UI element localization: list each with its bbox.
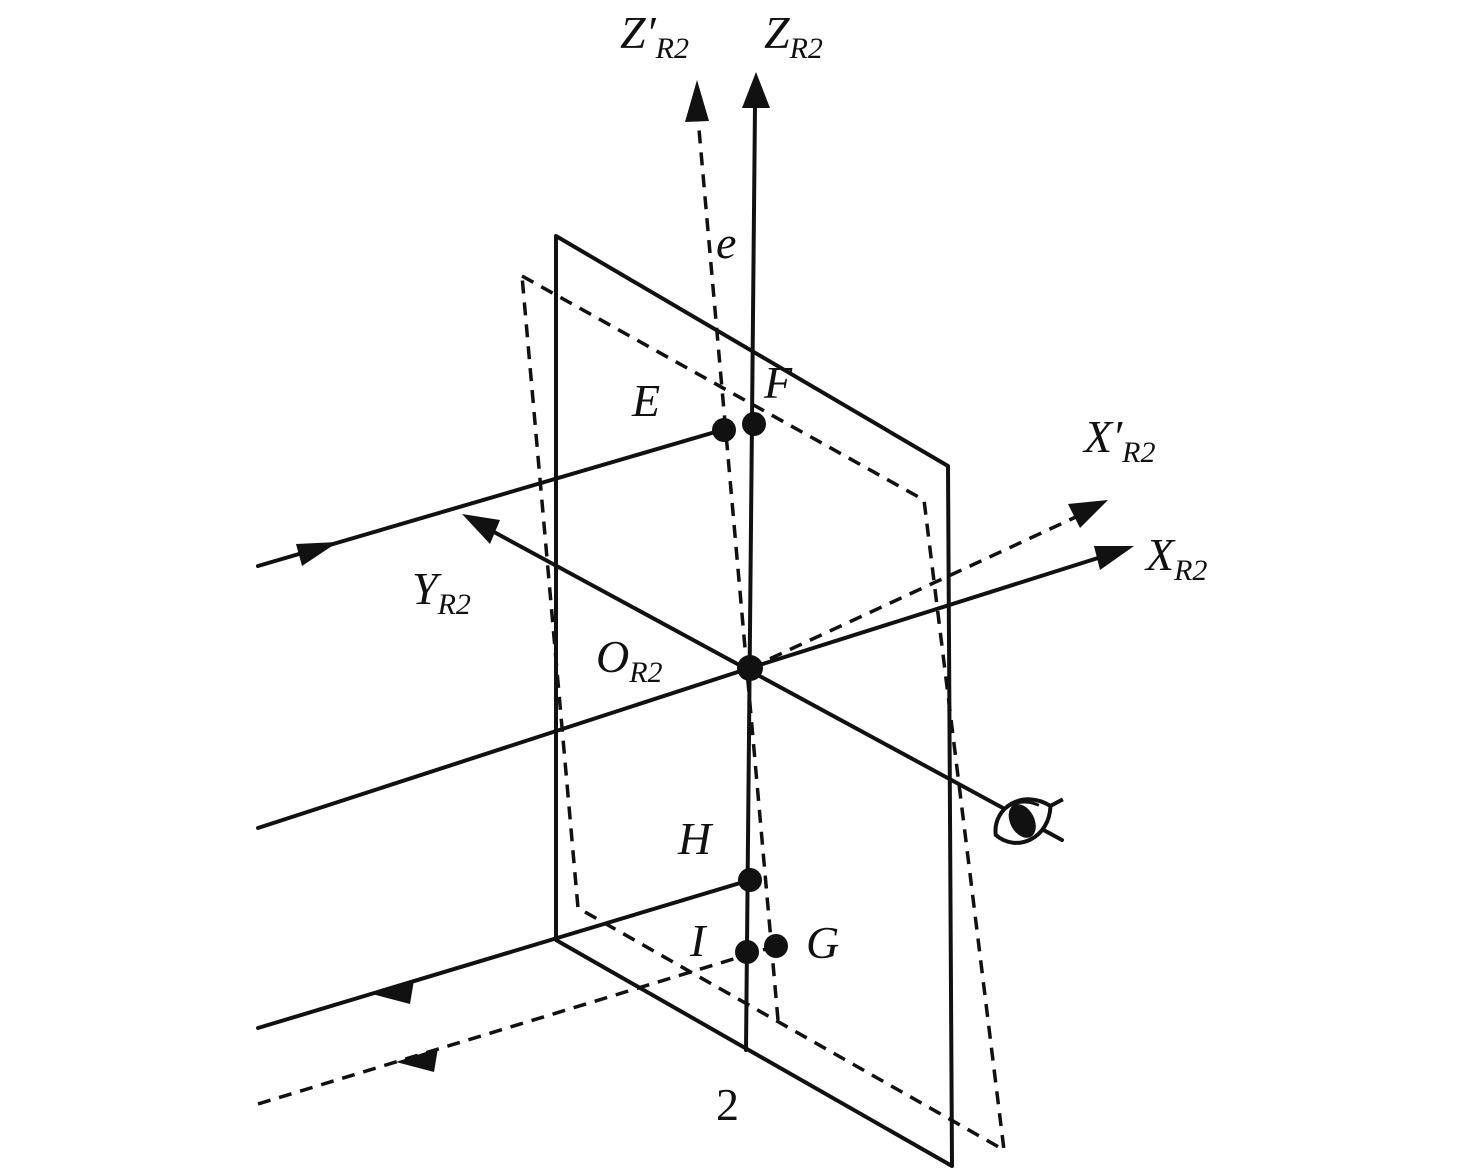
x-prime-axis bbox=[749, 514, 1079, 670]
z-axis-label: ZR2 bbox=[764, 7, 823, 65]
x-axis-arrowhead bbox=[1094, 546, 1134, 570]
part-number-label: 2 bbox=[716, 1079, 739, 1130]
rotated-mirror-plane bbox=[519, 272, 1007, 1154]
reflected-ray bbox=[256, 878, 752, 1030]
point-E bbox=[712, 418, 736, 442]
point-F-label: F bbox=[763, 357, 793, 408]
z-axis-arrowhead bbox=[742, 72, 770, 108]
point-E-label: E bbox=[631, 375, 660, 426]
reflected-ray-rotated bbox=[257, 944, 777, 1106]
mirror-plane bbox=[554, 234, 954, 1168]
z-prime-axis-label: Z′R2 bbox=[620, 7, 689, 65]
y-axis bbox=[492, 530, 1064, 842]
eye-icon bbox=[993, 797, 1064, 845]
point-I-label: I bbox=[689, 915, 708, 966]
point-H bbox=[738, 868, 762, 892]
y-axis-label: YR2 bbox=[412, 563, 471, 621]
point-G bbox=[764, 934, 788, 958]
x-axis-negative bbox=[256, 666, 752, 830]
z-prime-axis-arrowhead bbox=[685, 80, 709, 122]
point-F bbox=[742, 412, 766, 436]
z-prime-axis bbox=[696, 117, 780, 1021]
z-axis bbox=[744, 104, 757, 1052]
angle-e-label: e bbox=[716, 217, 736, 268]
x-prime-axis-arrowhead bbox=[1068, 500, 1108, 528]
point-I bbox=[735, 940, 759, 964]
x-prime-axis-label: X′R2 bbox=[1082, 411, 1156, 469]
reflected-ray-rotated-arrowhead bbox=[396, 1048, 438, 1072]
reflected-ray-arrowhead bbox=[372, 980, 414, 1004]
point-H-label: H bbox=[677, 813, 714, 864]
origin-label: OR2 bbox=[596, 631, 663, 689]
point-G-label: G bbox=[806, 917, 839, 968]
point-origin bbox=[737, 655, 763, 681]
x-axis-label: XR2 bbox=[1144, 529, 1207, 587]
y-axis-arrowhead bbox=[462, 514, 500, 544]
x-axis bbox=[748, 556, 1100, 670]
incident-ray-arrowhead bbox=[296, 542, 338, 566]
